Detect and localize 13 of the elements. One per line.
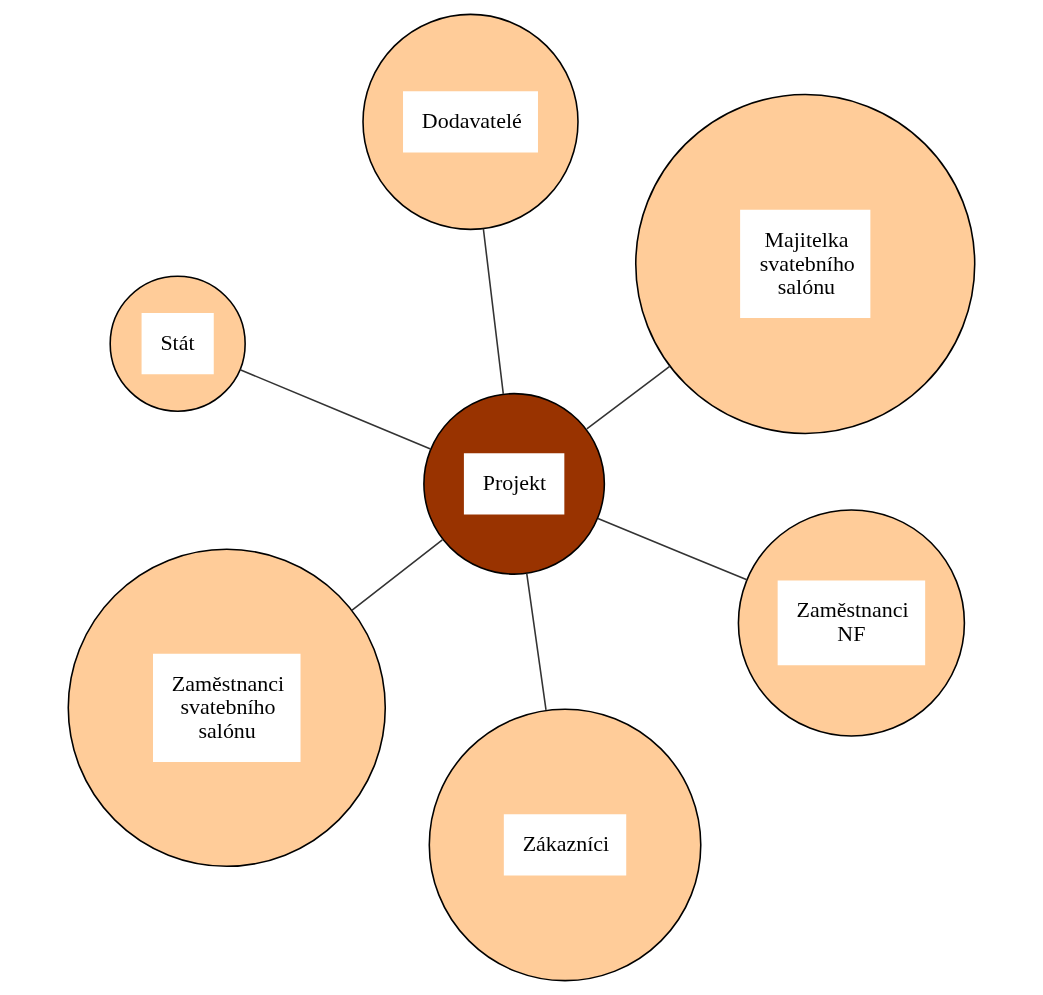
node-circle: Stát: [109, 275, 246, 412]
node-circle: Dodavatelé: [362, 13, 579, 231]
connector: [351, 539, 444, 612]
node-circle: Zaměstnanci svatebního salónu: [67, 548, 387, 868]
node-circle: Projekt: [423, 392, 606, 575]
node-circle: Zákazníci: [428, 708, 702, 982]
connector: [526, 572, 547, 711]
connector: [239, 368, 432, 450]
connector: [597, 517, 748, 581]
node-circle: Majitelka svatebního salónu: [635, 93, 976, 435]
node-circle: Zaměstnanci NF: [737, 509, 966, 737]
connector: [586, 365, 671, 430]
connector: [482, 227, 505, 395]
